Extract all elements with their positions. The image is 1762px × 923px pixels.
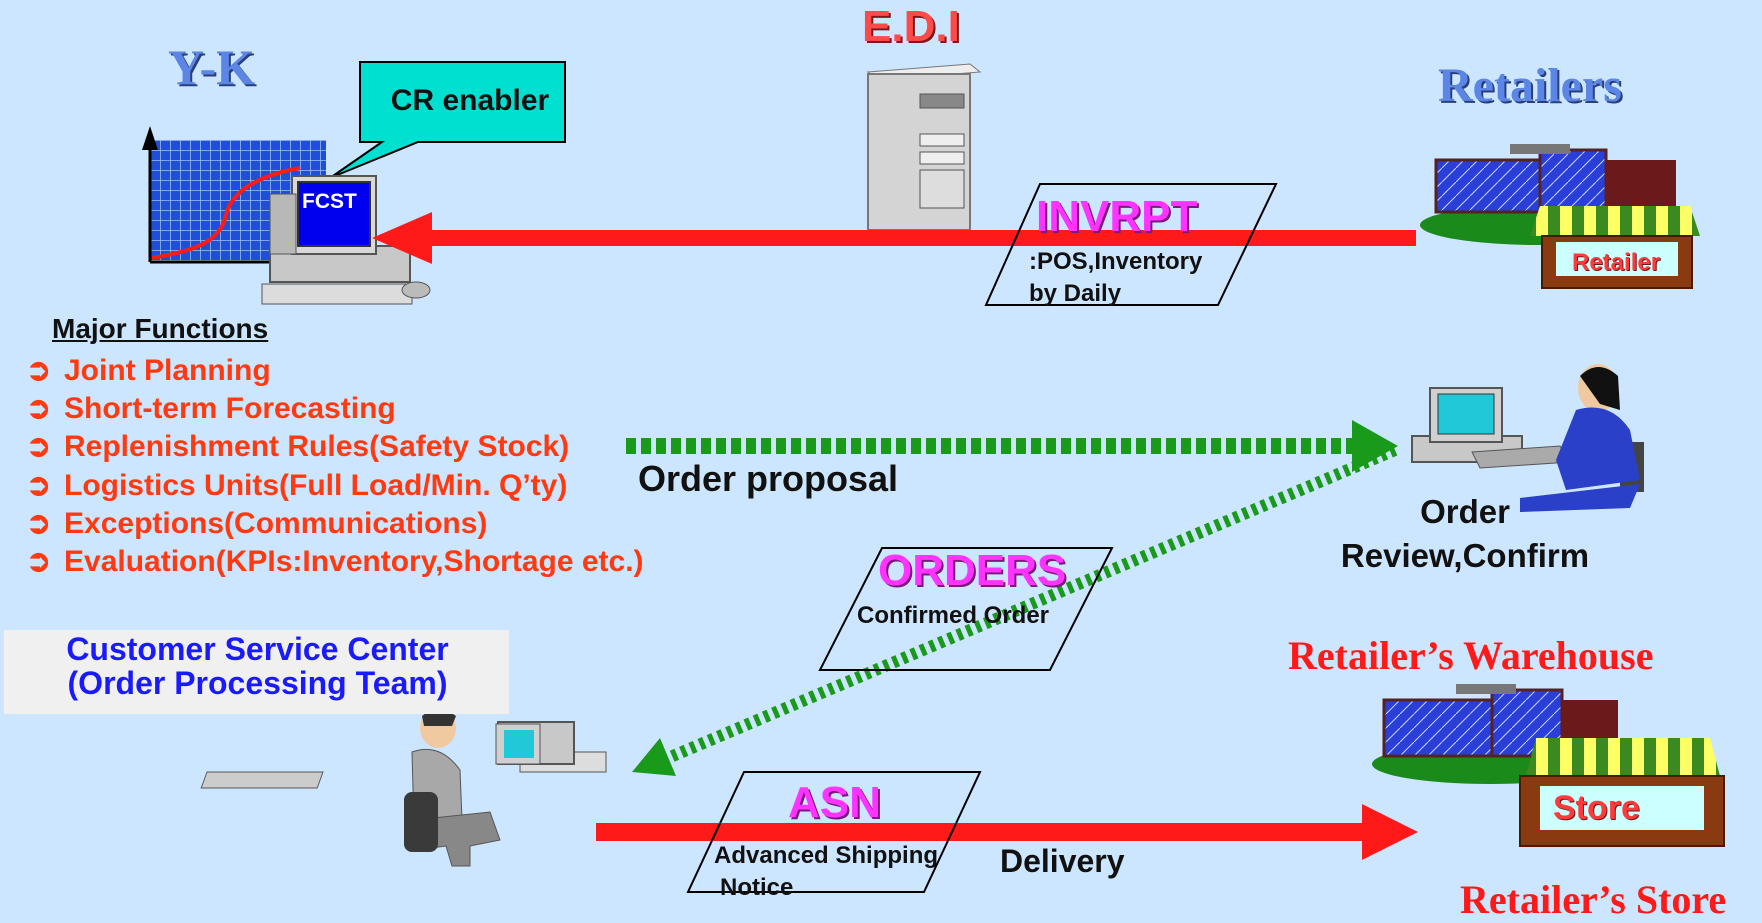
edi-title: E.D.I <box>862 2 960 51</box>
list-item: ➲Logistics Units(Full Load/Min. Q’ty) <box>26 467 644 505</box>
list-item: ➲Short-term Forecasting <box>26 390 644 428</box>
arrow-bullet-icon: ➲ <box>26 468 52 502</box>
callout-bubble <box>329 61 566 179</box>
retailer-sign: Retailer <box>1572 249 1661 276</box>
orders-line1: Confirmed Order <box>857 602 1050 629</box>
arrow-bullet-icon: ➲ <box>26 506 52 540</box>
store-location-label: Retailer’s Store <box>1460 877 1727 922</box>
asn-line2: Notice <box>720 874 794 901</box>
asn-message-box <box>686 771 982 893</box>
orders-message-box <box>818 547 1114 671</box>
delivery-arrow <box>596 804 1418 860</box>
customer-service-person-icon <box>200 708 607 867</box>
arrow-bullet-icon: ➲ <box>26 430 52 464</box>
arrow-bullet-icon: ➲ <box>26 544 52 578</box>
customer-service-box <box>4 630 509 714</box>
arrow-bullet-icon: ➲ <box>26 354 52 387</box>
order-proposal-label: Order proposal <box>638 458 899 499</box>
server-icon <box>866 63 982 231</box>
list-item: ➲Replenishment Rules(Safety Stock) <box>26 428 644 466</box>
list-item: ➲Exceptions(Communications) <box>26 505 644 543</box>
callout-text: CR enabler <box>390 84 550 117</box>
store-sign: Store <box>1553 789 1640 827</box>
invrpt-line2: by Daily <box>1029 280 1122 307</box>
asn-title: ASN <box>788 778 881 827</box>
store-building-icon <box>1519 738 1725 847</box>
list-item: ➲Evaluation(KPIs:Inventory,Shortage etc.… <box>26 543 644 581</box>
customer-service-label: Customer Service Center (Order Processin… <box>66 631 449 701</box>
invrpt-title: INVRPT <box>1036 192 1198 241</box>
warehouse-label: Retailer’s Warehouse <box>1288 633 1654 678</box>
invrpt-message-box <box>984 183 1278 306</box>
arrow-bullet-icon: ➲ <box>26 392 52 426</box>
list-item: ➲Joint Planning <box>26 352 644 390</box>
orders-arrow <box>632 444 1398 776</box>
order-review-person-icon <box>1411 364 1644 512</box>
retailer-building-icon <box>1420 144 1700 289</box>
orders-title: ORDERS <box>878 546 1067 595</box>
retailers-title: Retailers <box>1438 59 1622 112</box>
warehouse-building-icon <box>1372 684 1618 784</box>
order-review-label: Order Review,Confirm <box>1340 493 1590 574</box>
computer-icon <box>261 175 431 305</box>
monitor-label: FCST <box>302 190 357 213</box>
asn-line1: Advanced Shipping <box>714 842 939 869</box>
major-functions-heading: Major Functions <box>52 313 269 344</box>
delivery-label: Delivery <box>1000 843 1125 879</box>
yk-title: Y-K <box>168 39 256 95</box>
major-functions-list: ➲Joint Planning ➲Short-term Forecasting … <box>26 352 644 581</box>
invrpt-line1: :POS,Inventory <box>1029 248 1203 275</box>
invrpt-arrow <box>372 212 1416 264</box>
